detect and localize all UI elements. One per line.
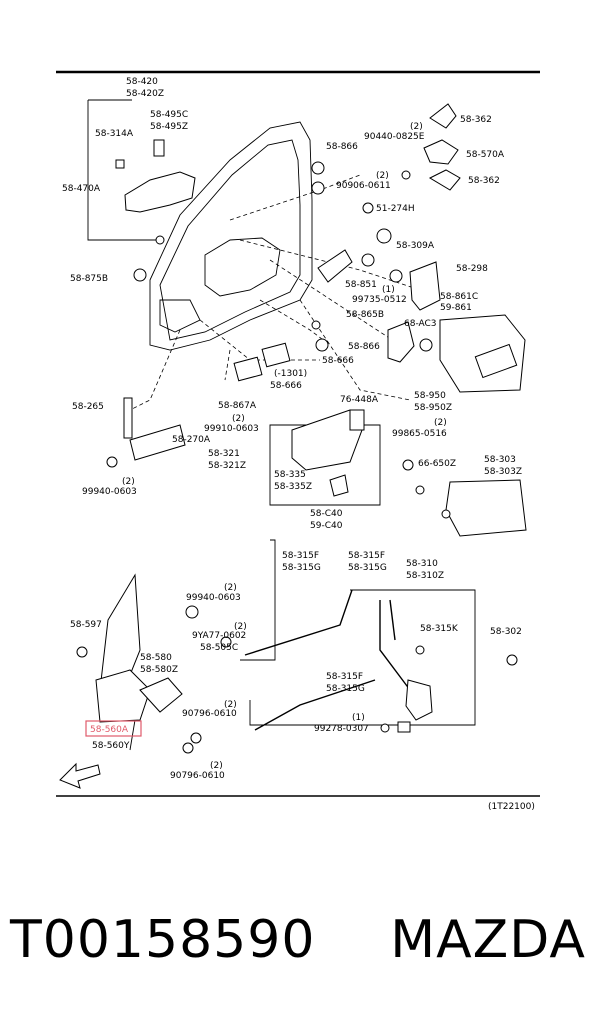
part-labels: 58-420 58-420Z 58-495C 58-495Z 58-314A 5…	[62, 77, 522, 781]
label-58-560A: 58-560A	[90, 725, 129, 735]
part-window-trim	[317, 249, 526, 393]
label-68-AC3: 68-AC3	[404, 319, 437, 329]
part-handle-outer	[124, 171, 196, 245]
part-switch-panel	[415, 479, 527, 537]
part-regulator	[76, 573, 232, 754]
label-58-321: 58-321	[208, 449, 240, 459]
label-58-580: 58-580	[140, 653, 172, 663]
label-58-865B: 58-865B	[346, 310, 384, 320]
part-latch-covers	[423, 103, 461, 191]
label-66-650Z: 66-650Z	[418, 459, 456, 469]
label-90796-0610-a: 90796-0610	[182, 709, 237, 719]
part-number: T00158590	[10, 910, 316, 970]
label-58-335Z: 58-335Z	[274, 482, 312, 492]
label-58-950Z: 58-950Z	[414, 403, 452, 413]
label-58-315F-b: 58-315F	[348, 551, 385, 561]
label-58-309A: 58-309A	[396, 241, 435, 251]
label-58-310Z: 58-310Z	[406, 571, 444, 581]
label-58-314A: 58-314A	[95, 129, 134, 139]
label-qty-99278: (1)	[352, 713, 365, 723]
label-qty-99940-b: (2)	[224, 583, 237, 593]
label-9YA77-0602: 9YA77-0602	[192, 631, 246, 641]
label-qty-90796-a: (2)	[224, 700, 237, 710]
label-58-315G-b: 58-315G	[348, 563, 387, 573]
label-59-861: 59-861	[440, 303, 472, 313]
label-99865-0516: 99865-0516	[392, 429, 447, 439]
label-qty-90796-b: (2)	[210, 761, 223, 771]
label-58-495C: 58-495C	[150, 110, 188, 120]
label-58-580Z: 58-580Z	[140, 665, 178, 675]
label-58-C40: 58-C40	[310, 509, 343, 519]
label-99910-0603: 99910-0603	[204, 424, 259, 434]
part-rods	[244, 589, 411, 731]
label-58-315G-a: 58-315G	[282, 563, 321, 573]
label-qty-99865: (2)	[434, 418, 447, 428]
label-58-420Z: 58-420Z	[126, 89, 164, 99]
label-58-560Y: 58-560Y	[92, 741, 130, 751]
label-99735-0512: 99735-0512	[352, 295, 407, 305]
label-59-C40: 59-C40	[310, 521, 343, 531]
label-58-495Z: 58-495Z	[150, 122, 188, 132]
label-58-666-a: 58-666	[322, 356, 354, 366]
label-qty-99735: (1)	[382, 285, 395, 295]
part-check-link	[106, 397, 186, 468]
label-99940-0603-a: 99940-0603	[82, 487, 137, 497]
part-door-latch	[380, 645, 518, 733]
label-90796-0610-b: 90796-0610	[170, 771, 225, 781]
parts-diagram: 58-420 58-420Z 58-495C 58-495Z 58-314A 5…	[56, 70, 540, 812]
door-outline	[149, 121, 313, 351]
label-58-315F-c: 58-315F	[326, 672, 363, 682]
label-qty-9YA77: (2)	[234, 622, 247, 632]
label-58-505C: 58-505C	[200, 643, 238, 653]
label-58-866-mid: 58-866	[348, 342, 380, 352]
label-58-851: 58-851	[345, 280, 377, 290]
part-small-clips	[115, 139, 433, 352]
label-58-362-top: 58-362	[460, 115, 492, 125]
label-58-303: 58-303	[484, 455, 516, 465]
label-58-950: 58-950	[414, 391, 446, 401]
label-99278-0307: 99278-0307	[314, 724, 369, 734]
label-58-570A: 58-570A	[466, 150, 505, 160]
label-58-270A: 58-270A	[172, 435, 211, 445]
label-58-597: 58-597	[70, 620, 102, 630]
label-58-315F-a: 58-315F	[282, 551, 319, 561]
label-58-866-top: 58-866	[326, 142, 358, 152]
connector-lines	[87, 99, 476, 751]
label-90440-0825E: 90440-0825E	[364, 132, 425, 142]
fwd-arrow-icon	[59, 762, 101, 789]
label-58-302: 58-302	[490, 627, 522, 637]
part-pads	[233, 342, 291, 382]
label-58-310: 58-310	[406, 559, 438, 569]
label-1301: (-1301)	[274, 369, 307, 379]
label-58-315G-c: 58-315G	[326, 684, 365, 694]
highlight-box	[85, 720, 142, 737]
brand-name: MAZDA	[390, 910, 586, 970]
footer: T00158590 MAZDA	[0, 880, 600, 1000]
label-58-265: 58-265	[72, 402, 104, 412]
label-58-362-bottom: 58-362	[468, 176, 500, 186]
label-58-666-b: 58-666	[270, 381, 302, 391]
label-58-861C: 58-861C	[440, 292, 478, 302]
label-58-470A: 58-470A	[62, 184, 101, 194]
part-inner-handle	[291, 409, 414, 497]
label-qty-90906: (2)	[376, 171, 389, 181]
label-qty-99940-a: (2)	[122, 477, 135, 487]
label-58-875B: 58-875B	[70, 274, 108, 284]
label-58-298: 58-298	[456, 264, 488, 274]
label-58-303Z: 58-303Z	[484, 467, 522, 477]
label-90906-0611: 90906-0611	[336, 181, 391, 191]
label-58-420: 58-420	[126, 77, 158, 87]
label-99940-0603-b: 99940-0603	[186, 593, 241, 603]
diagram-code: (1T22100)	[488, 802, 535, 812]
label-qty-90440: (2)	[410, 122, 423, 132]
label-51-274H: 51-274H	[376, 204, 415, 214]
label-58-315K: 58-315K	[420, 624, 459, 634]
label-58-335: 58-335	[274, 470, 306, 480]
label-58-867A: 58-867A	[218, 401, 257, 411]
label-qty-99910: (2)	[232, 414, 245, 424]
label-58-321Z: 58-321Z	[208, 461, 246, 471]
label-76-448A: 76-448A	[340, 395, 379, 405]
